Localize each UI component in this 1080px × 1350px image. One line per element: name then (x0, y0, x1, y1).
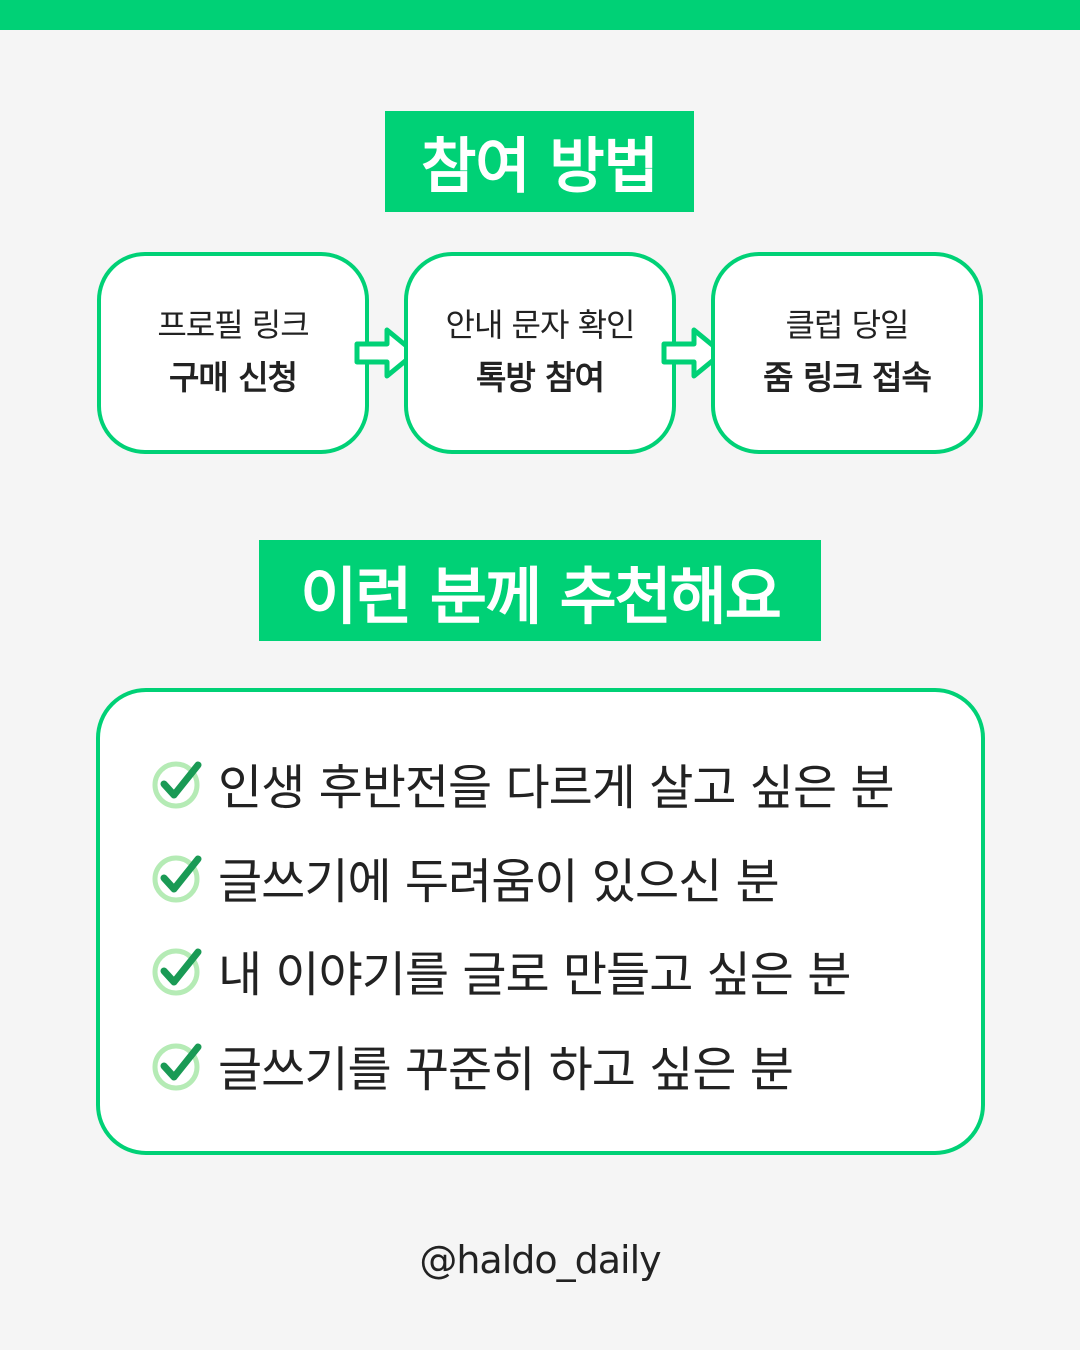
account-handle: @haldo_daily (419, 1238, 661, 1282)
recommend-list-box: 인생 후반전을 다르게 살고 싶은 분 글쓰기에 두려움이 있으신 분 내 이야… (96, 688, 985, 1155)
list-item-text: 글쓰기를 꾸준히 하고 싶은 분 (218, 1042, 794, 1098)
list-item: 인생 후반전을 다르게 살고 싶은 분 (152, 748, 895, 818)
step-card-zoom: 클럽 당일 줌 링크 접속 (711, 252, 983, 454)
method-section-title: 참여 방법 (385, 111, 694, 212)
step-3-line2: 줌 링크 접속 (763, 358, 932, 397)
step-1-line2: 구매 신청 (169, 358, 298, 397)
list-item: 내 이야기를 글로 만들고 싶은 분 (152, 935, 851, 1005)
step-1-line1: 프로필 링크 (157, 306, 309, 344)
checkmark-circle-icon (152, 948, 202, 996)
right-arrow-icon (661, 327, 725, 379)
list-item-text: 인생 후반전을 다르게 살고 싶은 분 (218, 760, 895, 816)
right-arrow-icon (354, 327, 418, 379)
checkmark-circle-icon (152, 761, 202, 809)
checkmark-circle-icon (152, 1043, 202, 1091)
top-accent-bar (0, 0, 1080, 30)
list-item: 글쓰기를 꾸준히 하고 싶은 분 (152, 1030, 794, 1100)
step-card-purchase: 프로필 링크 구매 신청 (97, 252, 369, 454)
recommend-section-title: 이런 분께 추천해요 (259, 540, 821, 641)
step-card-message: 안내 문자 확인 톡방 참여 (404, 252, 676, 454)
step-3-line1: 클럽 당일 (785, 306, 910, 344)
list-item: 글쓰기에 두려움이 있으신 분 (152, 842, 780, 912)
step-2-line1: 안내 문자 확인 (445, 306, 636, 344)
checkmark-circle-icon (152, 855, 202, 903)
list-item-text: 글쓰기에 두려움이 있으신 분 (218, 854, 780, 910)
list-item-text: 내 이야기를 글로 만들고 싶은 분 (218, 947, 851, 1003)
step-2-line2: 톡방 참여 (476, 358, 605, 397)
